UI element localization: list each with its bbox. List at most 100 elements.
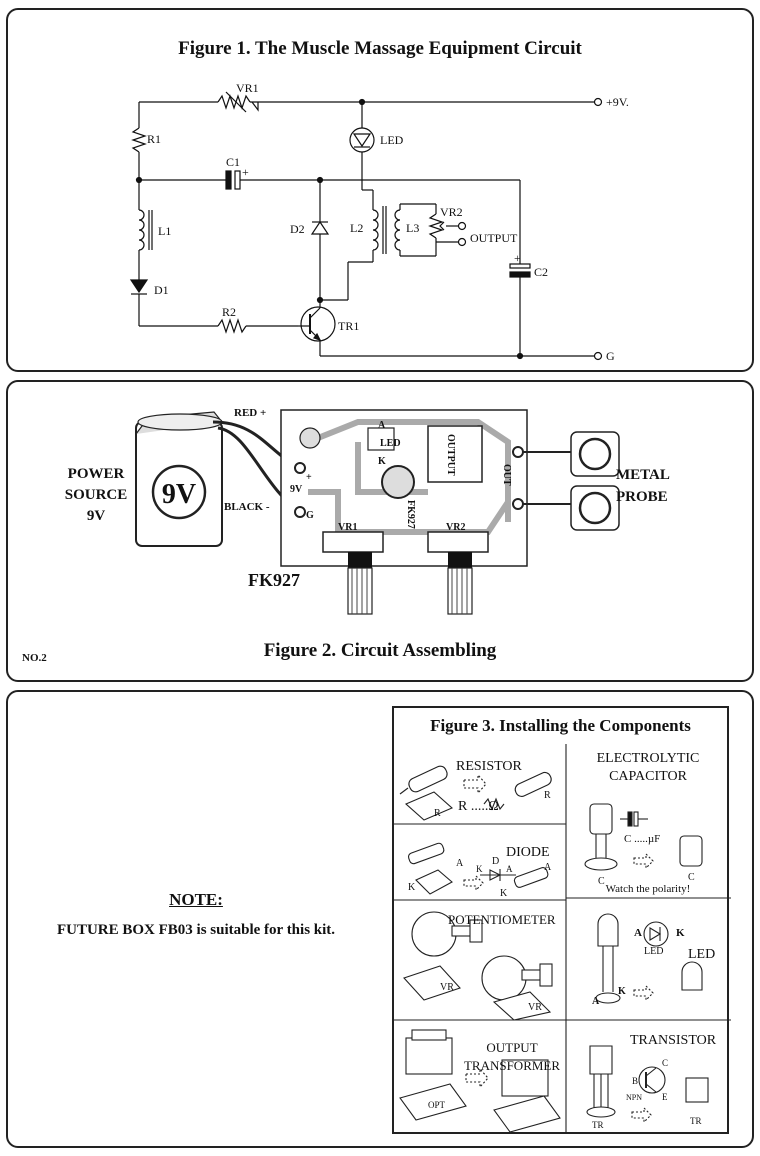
power-source-label: POWER SOURCE 9V <box>64 466 128 524</box>
capacitor-symbol: C .....µF <box>624 833 660 845</box>
r1-resistor <box>131 127 147 153</box>
board-output: OUTPUT <box>445 434 456 476</box>
diode-illustration <box>407 842 549 895</box>
board-led: LED <box>380 438 401 449</box>
board-a: A <box>378 420 386 431</box>
board-vr2: VR2 <box>446 522 465 533</box>
d2-diode <box>310 220 330 235</box>
assembly-diagram: 9V <box>135 407 620 615</box>
tr1-transistor <box>300 306 336 342</box>
d1-diode <box>129 279 149 294</box>
diode-k-2: K <box>476 864 483 874</box>
led-a-2: A <box>592 996 600 1007</box>
battery-9v-label: 9V <box>162 479 196 510</box>
vr1-resistor <box>217 94 251 110</box>
label-vr2: VR2 <box>440 205 463 219</box>
label-output: OUTPUT <box>470 231 518 245</box>
r2-resistor <box>217 318 247 334</box>
transformer-name-1: OUTPUT <box>486 1040 537 1055</box>
diode-d: D <box>492 856 499 867</box>
metal-probe-label: METAL PROBE <box>616 467 670 505</box>
figure1-title: Figure 1. The Muscle Massage Equipment C… <box>178 38 582 59</box>
label-c1: C1 <box>226 155 240 169</box>
l1-coil <box>138 209 145 251</box>
label-l1: L1 <box>158 224 171 238</box>
model-label: FK927 <box>248 570 300 590</box>
label-c2: C2 <box>534 265 548 279</box>
red-label: RED + <box>234 407 266 419</box>
black-label: BLACK - <box>224 501 270 513</box>
led-illustration <box>595 913 703 1004</box>
transistor-tr-1: TR <box>592 1120 604 1130</box>
transformer-name-2: TRANSFORMER <box>464 1058 560 1073</box>
board-fk927: FK927 <box>405 500 416 529</box>
diode-a-3: A <box>544 862 552 873</box>
label-9v: +9V. <box>606 95 629 109</box>
led-label: LED <box>644 946 663 957</box>
resistor-r-1: R <box>434 808 441 819</box>
led-k-2: K <box>618 986 626 997</box>
led-k-1: K <box>676 927 685 939</box>
label-vr1: VR1 <box>236 81 259 95</box>
transistor-e: E <box>662 1092 668 1102</box>
label-d2: D2 <box>290 222 305 236</box>
resistor-r-2: R <box>544 790 551 801</box>
figure1-panel: Figure 1. The Muscle Massage Equipment C… <box>6 8 754 372</box>
capacitor-name-1: ELECTROLYTIC <box>597 751 700 766</box>
vr2-body <box>427 531 489 553</box>
l3-coil <box>394 209 401 251</box>
resistor-illustration <box>399 765 552 821</box>
capacitor-c-2: C <box>688 872 695 883</box>
output-transformer <box>427 425 483 483</box>
capacitor-c-1: C <box>598 876 605 887</box>
note-text: FUTURE BOX FB03 is suitable for this kit… <box>56 922 336 938</box>
c1-capacitor <box>225 170 232 190</box>
transformer-illustration <box>399 1029 561 1133</box>
label-l3: L3 <box>406 221 419 235</box>
led-name: LED <box>688 947 715 962</box>
board-g: G <box>306 510 314 521</box>
diode-k-1: K <box>408 882 416 893</box>
board-out: OUT <box>501 464 512 486</box>
l2-coil <box>372 209 379 251</box>
transistor-name: TRANSISTOR <box>630 1033 717 1048</box>
capacitor-name-2: CAPACITOR <box>609 769 687 784</box>
capacitor-illustration <box>584 803 703 871</box>
diode-name: DIODE <box>506 845 550 860</box>
label-l2: L2 <box>350 221 363 235</box>
diode-k-3: K <box>500 888 508 899</box>
potentiometer-illustration <box>403 911 553 1021</box>
figure3-box: Figure 3. Installing the Components <box>392 706 731 1134</box>
board-plus: + <box>306 472 312 483</box>
label-r1: R1 <box>147 132 161 146</box>
board-9v: 9V <box>290 484 303 495</box>
label-c2-plus: + <box>514 251 521 265</box>
figure3-title: Figure 3. Installing the Components <box>430 716 691 735</box>
diode-a-1: A <box>456 858 464 869</box>
transistor-illustration <box>586 1045 709 1124</box>
label-tr1: TR1 <box>338 319 359 333</box>
transistor-b: B <box>632 1076 638 1086</box>
resistor-symbol: R .....Ω <box>458 799 499 814</box>
transistor-tr-2: TR <box>690 1116 702 1126</box>
page-number: NO.2 <box>22 652 47 664</box>
transformer-opt: OPT <box>428 1100 446 1110</box>
figure3-panel: NOTE: FUTURE BOX FB03 is suitable for th… <box>6 690 754 1148</box>
diode-a-2: A <box>506 864 513 874</box>
label-g: G <box>606 349 615 363</box>
label-led: LED <box>380 133 404 147</box>
transistor-c: C <box>662 1058 668 1068</box>
vr1-body <box>322 531 384 553</box>
led-a-1: A <box>634 927 642 939</box>
ground-terminal <box>593 351 603 361</box>
plus9v-terminal <box>593 97 603 107</box>
resistor-name: RESISTOR <box>456 759 523 774</box>
label-d1: D1 <box>154 283 169 297</box>
label-r2: R2 <box>222 305 236 319</box>
pot-vr-2: VR <box>528 1002 542 1013</box>
figure2-title: Figure 2. Circuit Assembling <box>263 640 497 661</box>
figure2-panel: 9V <box>6 380 754 682</box>
components-grid: RESISTOR R .....Ω R R DIODE A K D K A K … <box>394 744 731 1134</box>
label-c1-plus: + <box>242 165 249 179</box>
vr2-resistor <box>428 213 444 239</box>
